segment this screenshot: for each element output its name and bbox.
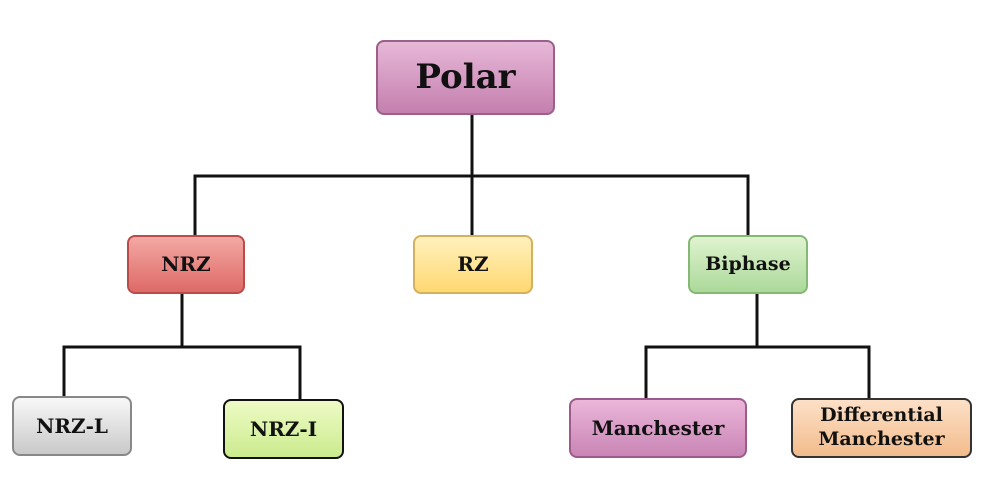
node-nrz-l-label: NRZ-L [36,413,108,438]
node-differential-manchester-text: Differential Manchester [818,404,944,452]
node-nrz: NRZ [127,235,245,294]
node-biphase: Biphase [688,235,808,294]
node-nrz-i: NRZ-I [223,399,344,459]
node-rz: RZ [413,235,533,294]
node-rz-label: RZ [457,252,489,276]
node-nrz-l: NRZ-L [12,396,132,456]
node-differential-manchester-label-line1: Differential [820,404,943,427]
node-differential-manchester: Differential Manchester [791,398,972,458]
node-manchester: Manchester [569,398,747,458]
node-nrz-i-label: NRZ-I [249,416,318,441]
node-differential-manchester-label-line2: Manchester [818,428,945,450]
node-manchester-label: Manchester [591,415,725,440]
node-nrz-label: NRZ [161,252,211,276]
node-polar: Polar [376,40,555,115]
node-biphase-label: Biphase [705,252,791,275]
node-polar-label: Polar [415,57,516,98]
